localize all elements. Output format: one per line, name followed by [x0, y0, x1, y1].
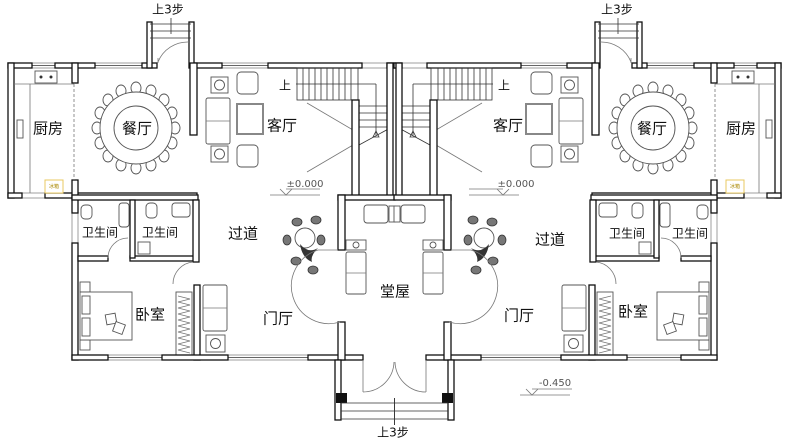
room-label-dining-right: 餐厅	[637, 120, 667, 138]
room-label-kitchen-left: 厨房	[33, 120, 63, 138]
room-label-foyer-left: 门厅	[263, 310, 293, 328]
level-left: ±0.000	[286, 179, 323, 190]
room-label-main-hall: 堂屋	[380, 283, 410, 301]
room-label-living-left: 客厅	[267, 117, 297, 135]
room-label-bathroom-2-right: 卫生间	[672, 227, 708, 241]
steps-label-top-right: 上3步	[601, 3, 633, 17]
room-label-bathroom-2-left: 卫生间	[142, 226, 178, 240]
room-label-corridor-right: 过道	[535, 231, 565, 249]
fridge-label-left: 冰箱	[49, 183, 59, 190]
room-label-bedroom-right: 卧室	[618, 303, 648, 321]
steps-label-bottom: 上3步	[377, 426, 409, 440]
room-label-bedroom-left: 卧室	[135, 306, 165, 324]
level-right: ±0.000	[497, 179, 534, 190]
outdoor-level-mark: -0.450	[520, 378, 572, 396]
fridge-label-right: 冰箱	[730, 183, 740, 190]
room-label-bathroom-1-right: 卫生间	[609, 227, 645, 241]
room-label-corridor-left: 过道	[228, 225, 258, 243]
steps-label-top-left: 上3步	[152, 3, 184, 17]
room-label-kitchen-right: 厨房	[726, 120, 756, 138]
room-label-foyer-right: 门厅	[504, 307, 534, 325]
room-label-dining-left: 餐厅	[122, 120, 152, 138]
stair-up-left: 上	[279, 79, 291, 93]
outdoor-level-text: -0.450	[539, 378, 571, 389]
stair-up-right: 上	[498, 79, 510, 93]
room-label-living-right: 客厅	[493, 117, 523, 135]
room-label-bathroom-1-left: 卫生间	[82, 226, 118, 240]
left-unit-plan	[7, 17, 396, 426]
right-unit-plan	[393, 17, 782, 426]
